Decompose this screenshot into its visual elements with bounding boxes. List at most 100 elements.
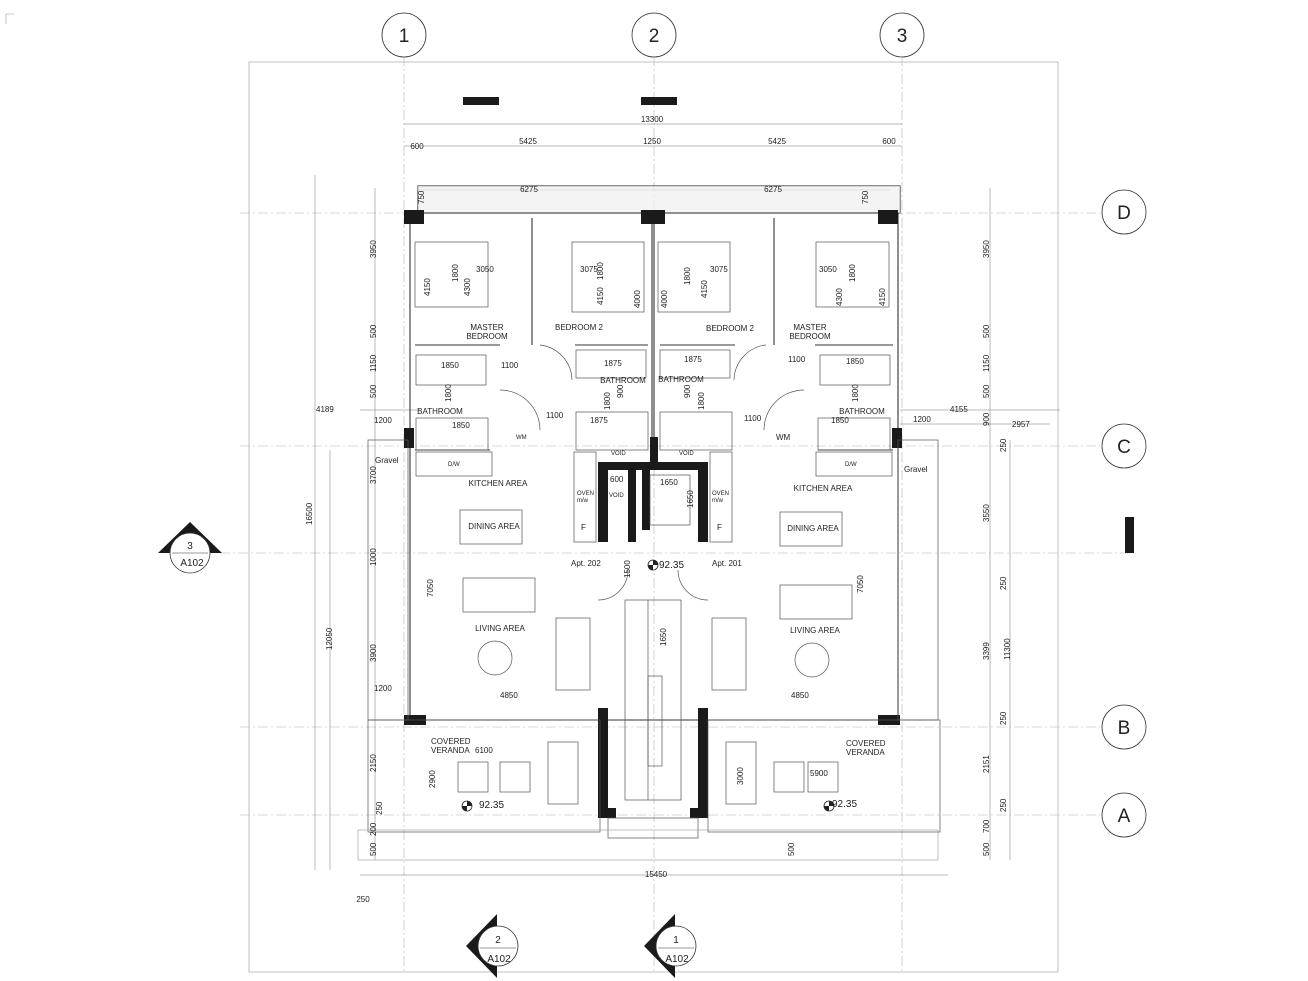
dim-right-500-b: 500 [982, 384, 991, 398]
grid-bubble-b: B [1101, 704, 1147, 750]
dim-bed-4150-right: 4150 [878, 288, 887, 306]
dim-bed2-4150-left: 4150 [596, 287, 605, 305]
dim-right-3399: 3399 [982, 642, 991, 660]
section-3-number: 3 [187, 541, 193, 552]
gravel-left [367, 439, 409, 721]
section-2-number: 2 [495, 935, 501, 946]
level-marker-veranda-right [823, 800, 835, 812]
door-swing-left-2 [539, 344, 573, 381]
dim-bed-1800-right: 1800 [848, 264, 857, 282]
door-swing-left-1 [499, 389, 541, 431]
section-cut-marker-3 [1125, 517, 1134, 553]
grid-label-c: C [1117, 437, 1131, 458]
dishwasher-right: D/W [845, 462, 857, 468]
dim-bed2-4000-right: 4000 [660, 290, 669, 308]
dim-bed-3075-right: 3075 [710, 265, 728, 274]
section-1-sheet: A102 [665, 954, 689, 965]
room-bathroom-right-main: BATHROOM [658, 375, 704, 384]
dim-left-1150: 1150 [369, 354, 378, 372]
core-wall-right [698, 462, 708, 542]
dim-bed-4150-left: 4150 [423, 278, 432, 296]
dim-top-750-right: 750 [861, 190, 870, 204]
washing-machine-right: WM [776, 433, 791, 442]
section-2-sheet: A102 [487, 954, 511, 965]
dim-left-2150: 2150 [369, 754, 378, 772]
section-symbol-1: 1 A102 [644, 914, 697, 978]
level-veranda-left: 92.35 [479, 800, 504, 811]
dim-top-600-right: 600 [882, 137, 896, 146]
room-kitchen-right: KITCHEN AREA [794, 484, 853, 493]
gravel-label-right: Gravel [904, 465, 928, 474]
dim-right-4155: 4155 [950, 405, 968, 414]
dim-right-1150: 1150 [982, 354, 991, 372]
dim-right-1200: 1200 [913, 415, 931, 424]
level-marker-core [647, 559, 659, 571]
dim-right-2151: 2151 [982, 755, 991, 773]
stair-rail [647, 675, 663, 767]
dim-right-3550: 3550 [982, 504, 991, 522]
dim-left-4189: 4189 [316, 405, 334, 414]
core-wall-left [598, 462, 608, 542]
dim-right-250-b: 250 [999, 576, 1008, 590]
dim-core-1650-v: 1650 [686, 490, 695, 508]
dim-top-5425-left: 5425 [519, 137, 537, 146]
dim-left-1200-top: 1200 [374, 416, 392, 425]
dim-right-250-d: 250 [999, 798, 1008, 812]
dim-veranda-6100: 6100 [475, 746, 493, 755]
room-dining-left: DINING AREA [468, 522, 520, 531]
dim-bath-1800-rm: 1800 [697, 392, 706, 410]
dim-bed2-4150-right: 4150 [700, 280, 709, 298]
coffee-table-left [477, 640, 513, 676]
section-symbol-2: 2 A102 [466, 914, 519, 978]
veranda-chair-right [773, 761, 805, 793]
room-bathroom-left-main: BATHROOM [600, 376, 646, 385]
grid-label-d: D [1117, 203, 1131, 224]
grid-label-3: 3 [897, 26, 908, 47]
dim-right-250-c: 250 [999, 711, 1008, 725]
column-3d [878, 210, 898, 224]
veranda-chair-left-2 [499, 761, 531, 793]
fridge-left: F [581, 523, 586, 532]
dim-right-11300: 11300 [1003, 638, 1012, 660]
dim-1100-left: 1100 [501, 361, 519, 370]
dim-left-200: 200 [369, 822, 378, 836]
bed-master-right [815, 241, 890, 308]
dim-right-500-a: 500 [982, 324, 991, 338]
dim-bed-4300-left: 4300 [463, 278, 472, 296]
dining-table-left [459, 509, 523, 545]
dim-bath-1800-lm: 1800 [603, 392, 612, 410]
column-3c [892, 428, 902, 448]
grid-bubble-1: 1 [381, 12, 427, 58]
dim-bed2-1800-left: 1800 [596, 262, 605, 280]
stair-planter [607, 817, 699, 839]
core-wall-mid-left [628, 470, 636, 542]
column-2d [641, 210, 665, 224]
dim-bath-1850-left: 1850 [452, 421, 470, 430]
dim-wardrobe-1850-left: 1850 [441, 361, 459, 370]
dim-left-1000: 1000 [369, 548, 378, 566]
dim-bed2-4000-left: 4000 [633, 290, 642, 308]
dim-bath-1100-left: 1100 [546, 411, 564, 420]
dim-top-5425-right: 5425 [768, 137, 786, 146]
dining-table-right [779, 511, 843, 547]
sofa-right [779, 584, 853, 620]
dim-bed2-1800-right: 1800 [683, 267, 692, 285]
dim-1100-right: 1100 [788, 355, 806, 364]
bathroom-right-fixtures [817, 417, 891, 451]
dim-right-3950: 3950 [982, 240, 991, 258]
dim-core-1500: 1500 [623, 560, 632, 578]
dim-stair-1650: 1650 [659, 628, 668, 646]
void-label-1: VOID [611, 451, 626, 457]
dim-veranda-5900: 5900 [810, 769, 828, 778]
dim-right-900: 900 [982, 412, 991, 426]
terrace-edge [357, 829, 939, 861]
dim-left-500-c: 500 [369, 842, 378, 856]
dim-right-7050: 7050 [856, 575, 865, 593]
veranda-left [367, 719, 601, 833]
room-kitchen-left: KITCHEN AREA [469, 479, 528, 488]
